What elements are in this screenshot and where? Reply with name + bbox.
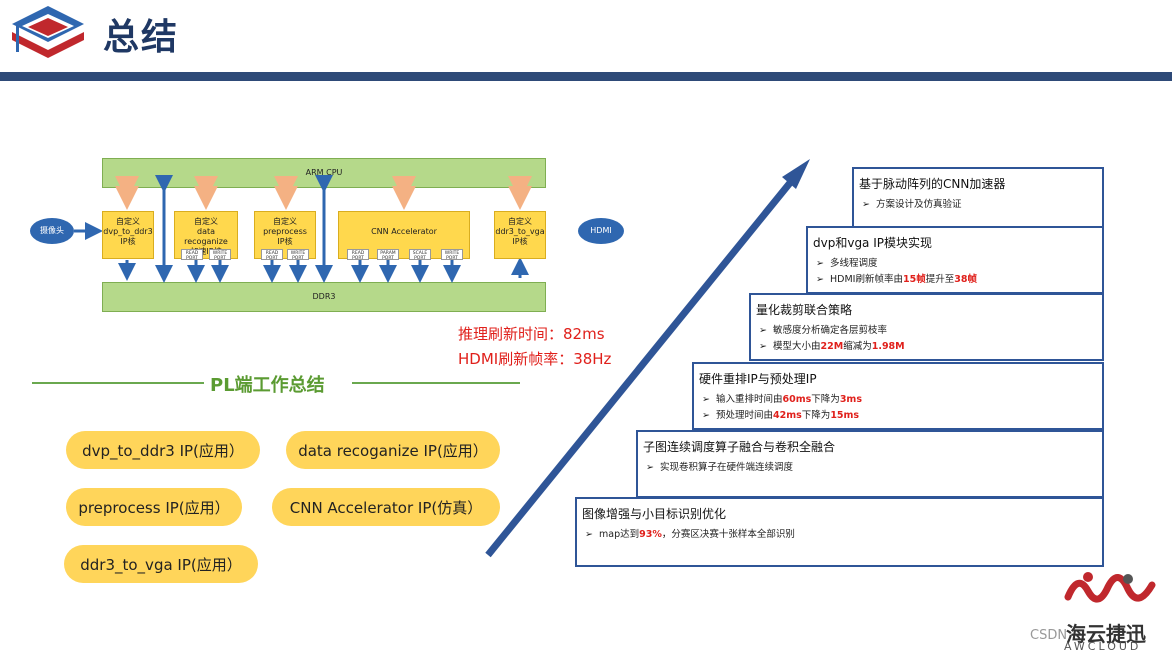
step-item-text: ，分赛区决赛十张样本全部识别 bbox=[661, 529, 795, 540]
step-item-text: 多线程调度 bbox=[830, 258, 878, 269]
step-item-text: 下降为 bbox=[811, 394, 840, 405]
step-title: 硬件重排IP与预处理IP bbox=[699, 372, 817, 386]
box-label: IP核 bbox=[277, 237, 293, 246]
step-item: ➢ 多线程调度 bbox=[816, 258, 878, 269]
step-box: 图像增强与小目标识别优化 ➢ map达到93%，分赛区决赛十张样本全部识别 bbox=[575, 497, 1104, 567]
step-highlight: 93% bbox=[639, 529, 662, 540]
write-port: WRITE PORT bbox=[441, 249, 463, 261]
brand-name-en: AWCLOUD bbox=[1064, 640, 1142, 653]
step-item-text: 方案设计及仿真验证 bbox=[876, 199, 962, 210]
ip-pill: data recoganize IP(应用） bbox=[286, 431, 500, 469]
box-label: 自定义 bbox=[194, 217, 218, 226]
step-item-text: 缩减为 bbox=[843, 341, 872, 352]
header-divider bbox=[0, 72, 1172, 81]
pl-section-title: PL端工作总结 bbox=[210, 375, 325, 396]
ip-pill: preprocess IP(应用） bbox=[66, 488, 242, 526]
ip-pill: ddr3_to_vga IP(应用） bbox=[64, 545, 258, 583]
step-item: ➢ 方案设计及仿真验证 bbox=[862, 199, 962, 210]
scale-port: SCALE PORT bbox=[409, 249, 431, 261]
logo-icon bbox=[8, 4, 88, 62]
step-highlight: 60ms bbox=[782, 394, 812, 405]
step-item-text: 下降为 bbox=[801, 410, 831, 421]
box-label: IP核 bbox=[120, 237, 136, 246]
pl-title-line-left bbox=[32, 382, 204, 384]
step-item-text: map达到 bbox=[599, 529, 640, 540]
step-highlight: 42ms bbox=[773, 410, 802, 421]
read-port: READ PORT bbox=[261, 249, 283, 261]
box-label: 自定义 bbox=[508, 217, 532, 226]
cnn-accelerator-box: CNN Accelerator READ PORT PARAM PORT SCA… bbox=[338, 211, 470, 261]
step-highlight: 38帧 bbox=[954, 274, 977, 285]
step-item-text: HDMI刷新帧率由 bbox=[830, 274, 903, 285]
box-label: 自定义 bbox=[273, 217, 297, 226]
box-label: 加速IP核 bbox=[190, 247, 222, 256]
box-label: dvp_to_ddr3 bbox=[103, 227, 153, 236]
step-item-text: 模型大小由 bbox=[773, 341, 821, 352]
inference-time: 推理刷新时间：82ms bbox=[458, 325, 605, 343]
step-item-text: 提升至 bbox=[925, 274, 955, 285]
param-port: PARAM PORT bbox=[377, 249, 399, 261]
step-box: 子图连续调度算子融合与卷积全融合 ➢ 实现卷积算子在硬件端连续调度 bbox=[636, 430, 1104, 498]
step-item-text: 输入重排时间由 bbox=[716, 394, 783, 405]
box-label: CNN Accelerator bbox=[371, 227, 437, 236]
camera-node: 摄像头 bbox=[30, 218, 74, 244]
step-highlight: 1.98M bbox=[871, 341, 905, 352]
step-box: dvp和vga IP模块实现 ➢ 多线程调度 ➢ HDMI刷新帧率由15帧提升至… bbox=[806, 226, 1104, 294]
data-recoganize-box: 自定义 data recoganize 加速IP核 READ PORT WRIT… bbox=[174, 211, 238, 261]
step-item-text: 预处理时间由 bbox=[716, 410, 774, 421]
step-title: 图像增强与小目标识别优化 bbox=[582, 507, 727, 521]
preprocess-box: 自定义 preprocess IP核 READ PORT WRITE PORT bbox=[254, 211, 316, 261]
ddr3-to-vga-box: 自定义 ddr3_to_vga IP核 bbox=[494, 211, 546, 259]
ip-pill: CNN Accelerator IP(仿真） bbox=[272, 488, 500, 526]
pl-title-line-right bbox=[352, 382, 520, 384]
box-label: 自定义 bbox=[116, 217, 140, 226]
step-item: ➢ 模型大小由22M缩减为1.98M bbox=[759, 341, 905, 352]
write-port: WRITE PORT bbox=[287, 249, 309, 261]
step-item: ➢ 输入重排时间由60ms下降为3ms bbox=[702, 394, 862, 405]
step-item-text: 实现卷积算子在硬件端连续调度 bbox=[660, 462, 794, 473]
hdmi-node: HDMI bbox=[578, 218, 624, 244]
page-title: 总结 bbox=[103, 17, 180, 58]
box-label: ddr3_to_vga bbox=[495, 227, 545, 236]
step-item: ➢ 预处理时间由42ms下降为15ms bbox=[702, 410, 860, 421]
step-title: 量化裁剪联合策略 bbox=[756, 303, 853, 317]
diagram-arrows bbox=[74, 175, 532, 283]
step-title: 子图连续调度算子融合与卷积全融合 bbox=[643, 440, 836, 454]
step-item: ➢ 实现卷积算子在硬件端连续调度 bbox=[646, 462, 794, 473]
step-box: 基于脉动阵列的CNN加速器 ➢ 方案设计及仿真验证 bbox=[852, 167, 1104, 229]
step-title: dvp和vga IP模块实现 bbox=[813, 236, 932, 250]
box-label: data recoganize bbox=[184, 227, 228, 246]
read-port: READ PORT bbox=[347, 249, 369, 261]
step-title: 基于脉动阵列的CNN加速器 bbox=[859, 177, 1006, 191]
progress-arrow bbox=[485, 159, 810, 558]
step-item: ➢ HDMI刷新帧率由15帧提升至38帧 bbox=[816, 274, 977, 285]
read-port: READ PORT bbox=[181, 249, 203, 261]
write-port: WRITE PORT bbox=[209, 249, 231, 261]
step-highlight: 15帧 bbox=[902, 274, 926, 285]
step-box: 硬件重排IP与预处理IP ➢ 输入重排时间由60ms下降为3ms ➢ 预处理时间… bbox=[692, 362, 1104, 430]
step-highlight: 3ms bbox=[839, 394, 862, 405]
hdmi-fps: HDMI刷新帧率：38Hz bbox=[458, 350, 612, 368]
csdn-watermark: CSDN bbox=[1030, 628, 1068, 643]
ip-pill: dvp_to_ddr3 IP(应用） bbox=[66, 431, 260, 469]
step-box: 量化裁剪联合策略 ➢ 敏感度分析确定各层剪枝率 ➢ 模型大小由22M缩减为1.9… bbox=[749, 293, 1104, 361]
step-highlight: 15ms bbox=[830, 410, 860, 421]
box-label: preprocess bbox=[263, 227, 307, 236]
dvp-to-ddr3-box: 自定义 dvp_to_ddr3 IP核 bbox=[102, 211, 154, 259]
step-item: ➢ 敏感度分析确定各层剪枝率 bbox=[759, 325, 888, 336]
step-item: ➢ map达到93%，分赛区决赛十张样本全部识别 bbox=[585, 529, 795, 540]
architecture-diagram: ARM CPU DDR3 摄像头 bbox=[30, 156, 550, 312]
awcloud-logo-icon bbox=[1062, 567, 1158, 617]
step-item-text: 敏感度分析确定各层剪枝率 bbox=[773, 325, 888, 336]
box-label: IP核 bbox=[512, 237, 528, 246]
brand-name: 海云捷迅 bbox=[1066, 622, 1146, 646]
step-highlight: 22M bbox=[820, 341, 844, 352]
